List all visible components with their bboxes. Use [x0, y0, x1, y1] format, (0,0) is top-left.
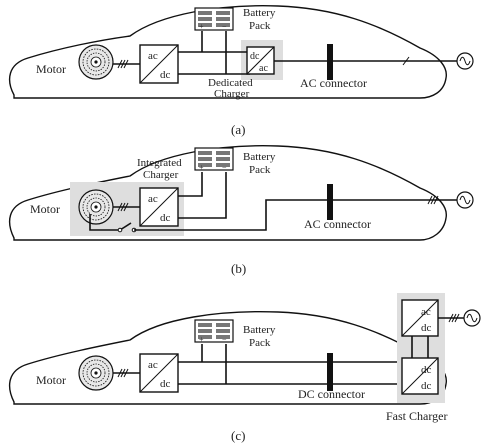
motor-label-b: Motor [30, 202, 60, 216]
ac-connector-b [327, 184, 333, 220]
dedicated-charger-label-1: Dedicated [208, 77, 253, 89]
ac-connector-label-a: AC connector [300, 76, 367, 90]
caption-b: (b) [231, 261, 246, 276]
dc-connector-label-c: DC connector [298, 387, 365, 401]
battery-plus-b: + [199, 163, 204, 172]
converter-b-bottom: dc [160, 212, 171, 224]
battery-minus-b: − [222, 163, 227, 172]
charger-a-bottom: ac [259, 63, 268, 74]
battery-label-b1: Battery [243, 151, 276, 163]
ac-line-b [134, 199, 465, 231]
converter-c-top: ac [148, 359, 158, 371]
battery-plus-c: + [199, 335, 204, 344]
fast-charger-label: Fast Charger [386, 409, 447, 423]
panel-a: ac dc + − Battery Pack dc ac Motor Dedic… [8, 5, 474, 137]
converter-a-top: ac [148, 50, 158, 62]
battery-label-c2: Pack [249, 337, 271, 349]
battery-label-a2: Pack [249, 20, 271, 32]
integrated-charger-label-2: Charger [143, 169, 179, 181]
battery-minus-a: − [222, 22, 227, 31]
ac-connector-a [327, 44, 333, 80]
dedicated-charger-label-2: Charger [214, 88, 250, 100]
grid-source-icon-b [456, 191, 474, 209]
integrated-charger-label-1: Integrated [137, 157, 182, 169]
caption-a: (a) [231, 122, 245, 137]
motor-icon-c [78, 355, 114, 391]
converter-b-top: ac [148, 193, 158, 205]
fast-top-top: ac [421, 306, 431, 318]
battery-minus-c: − [222, 335, 227, 344]
ac-connector-label-b: AC connector [304, 217, 371, 231]
grid-source-icon-a [456, 52, 474, 70]
battery-label-b2: Pack [249, 164, 271, 176]
panel-b: ac dc + − Battery Pack Motor Integrated … [8, 145, 474, 276]
fast-bottom-top: dc [421, 364, 432, 376]
converter-a-bottom: dc [160, 69, 171, 81]
panel-c: ac dc + − Battery Pack ac dc dc dc Motor… [8, 293, 481, 443]
motor-label-c: Motor [36, 373, 66, 387]
battery-label-a1: Battery [243, 7, 276, 19]
caption-c: (c) [231, 428, 245, 443]
dc-connector-c [327, 353, 333, 391]
battery-label-c1: Battery [243, 324, 276, 336]
motor-icon-b [78, 189, 114, 225]
charger-a-top: dc [250, 51, 260, 62]
motor-icon-a [78, 44, 114, 80]
grid-source-icon-c [463, 309, 481, 327]
motor-label-a: Motor [36, 62, 66, 76]
fast-top-bottom: dc [421, 322, 432, 334]
fast-bottom-bottom: dc [421, 380, 432, 392]
car-body-c [8, 311, 447, 405]
converter-c-bottom: dc [160, 378, 171, 390]
battery-plus-a: + [199, 22, 204, 31]
